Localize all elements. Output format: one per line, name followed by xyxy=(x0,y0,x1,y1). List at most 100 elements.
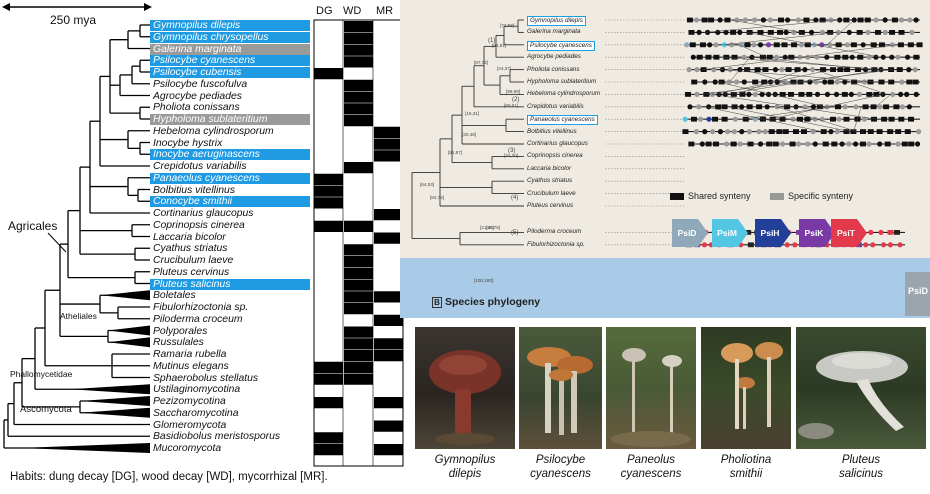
synteny-gene xyxy=(766,54,773,60)
synteny-gene xyxy=(690,54,696,60)
synteny-gene xyxy=(859,129,866,134)
synteny-gene xyxy=(912,67,918,73)
synteny-gene xyxy=(796,116,803,122)
synteny-gene xyxy=(697,116,704,122)
synteny-gene xyxy=(828,17,834,23)
synteny-gene xyxy=(769,116,776,122)
habit-cell xyxy=(314,444,343,456)
caption-species: cyanescens xyxy=(530,468,591,480)
synteny-gene xyxy=(696,104,702,110)
synteny-gene xyxy=(813,17,819,23)
synteny-gene xyxy=(791,42,798,48)
synteny-link xyxy=(714,69,832,95)
synteny-gene xyxy=(744,67,751,72)
synteny-gene xyxy=(696,29,702,35)
synteny-gene xyxy=(837,17,843,23)
synteny-gene xyxy=(827,79,834,85)
synteny-gene xyxy=(864,17,871,23)
taxon-label: Mutinus elegans xyxy=(153,360,229,372)
synteny-gene xyxy=(805,54,811,60)
support-value: [30,48] xyxy=(462,132,477,137)
synteny-gene xyxy=(822,141,829,147)
habit-cell xyxy=(374,126,403,138)
synteny-gene xyxy=(852,141,859,147)
taxon-label: Sphaerobolus stellatus xyxy=(153,372,259,384)
synteny-gene xyxy=(689,42,696,48)
shared-synteny-swatch xyxy=(670,193,684,201)
legend-shared: Shared synteny xyxy=(670,191,751,201)
synteny-gene xyxy=(757,42,764,48)
synteny-gene xyxy=(787,92,794,97)
synteny-gene xyxy=(850,129,857,134)
synteny-gene xyxy=(813,79,819,85)
node-number: (3) xyxy=(508,148,516,154)
synteny-gene xyxy=(706,116,712,122)
gene-arrow-psit: PsiT xyxy=(831,218,871,247)
caption-species: cyanescens xyxy=(620,468,682,480)
gene-arrow-shape xyxy=(799,219,835,247)
synteny-gene xyxy=(843,129,850,134)
cut-psid-arrow: PsiD xyxy=(905,272,930,316)
synteny-link xyxy=(703,44,898,70)
synteny-link xyxy=(737,69,804,95)
right-species-label: Cortinarius glaucopus xyxy=(527,140,588,147)
photo-pholiotina-smithii xyxy=(701,327,791,449)
synteny-gene xyxy=(745,230,752,235)
synteny-gene xyxy=(795,141,802,147)
synteny-gene xyxy=(741,54,747,60)
synteny-gene xyxy=(844,42,850,48)
synteny-gene xyxy=(701,242,708,248)
synteny-gene xyxy=(731,129,737,135)
support-value: [100,100] xyxy=(474,278,494,283)
habit-cell xyxy=(344,244,373,256)
scale-bar xyxy=(2,3,152,11)
right-species-label: Galerina marginata xyxy=(527,28,581,36)
synteny-gene xyxy=(895,141,901,147)
synteny-gene xyxy=(703,92,710,97)
taxon-label: Hebeloma cylindrosporum xyxy=(153,125,274,137)
synteny-gene xyxy=(843,17,850,23)
synteny-gene xyxy=(752,79,759,85)
synteny-link xyxy=(741,106,834,120)
taxon-label: Saccharomycotina xyxy=(153,407,239,419)
synteny-gene xyxy=(737,29,743,35)
node-number: (4) xyxy=(511,195,519,201)
support-value: [64,53] xyxy=(420,182,435,187)
synteny-gene xyxy=(907,42,914,48)
habit-cell xyxy=(344,115,373,127)
taxon-label: Cyathus striatus xyxy=(153,243,228,255)
habit-cell xyxy=(374,209,403,221)
synteny-gene xyxy=(857,54,864,60)
synteny-gene xyxy=(861,79,868,85)
caption-genus: Pholiotina xyxy=(720,454,772,466)
gene-arrow-label: PsiH xyxy=(760,228,780,238)
synteny-gene xyxy=(880,54,886,60)
support-value: [84,74] xyxy=(430,195,445,200)
synteny-gene xyxy=(819,29,825,35)
habit-cell xyxy=(344,79,373,91)
synteny-gene xyxy=(810,104,817,110)
synteny-gene xyxy=(761,79,768,85)
synteny-gene xyxy=(842,79,848,85)
node-number: (2) xyxy=(512,97,520,103)
synteny-gene xyxy=(682,129,689,134)
synteny-gene xyxy=(759,91,765,97)
synteny-gene xyxy=(741,79,747,85)
collapsed-clade-triangle xyxy=(108,337,150,348)
synteny-gene xyxy=(868,229,874,235)
taxon-label: Boletales xyxy=(153,290,196,302)
taxon-label: Piloderma croceum xyxy=(153,313,243,325)
habit-cell xyxy=(374,338,403,350)
synteny-gene xyxy=(776,30,783,35)
taxon-label: Ustilaginomycotina xyxy=(153,384,241,396)
synteny-gene xyxy=(767,30,774,35)
synteny-gene xyxy=(684,42,690,48)
synteny-gene xyxy=(744,42,751,48)
synteny-link xyxy=(853,106,862,132)
synteny-gene xyxy=(699,141,705,147)
synteny-gene xyxy=(694,67,700,73)
right-species-label: Pluteus cervinus xyxy=(527,202,574,209)
taxon-label: Polyporales xyxy=(153,325,208,337)
